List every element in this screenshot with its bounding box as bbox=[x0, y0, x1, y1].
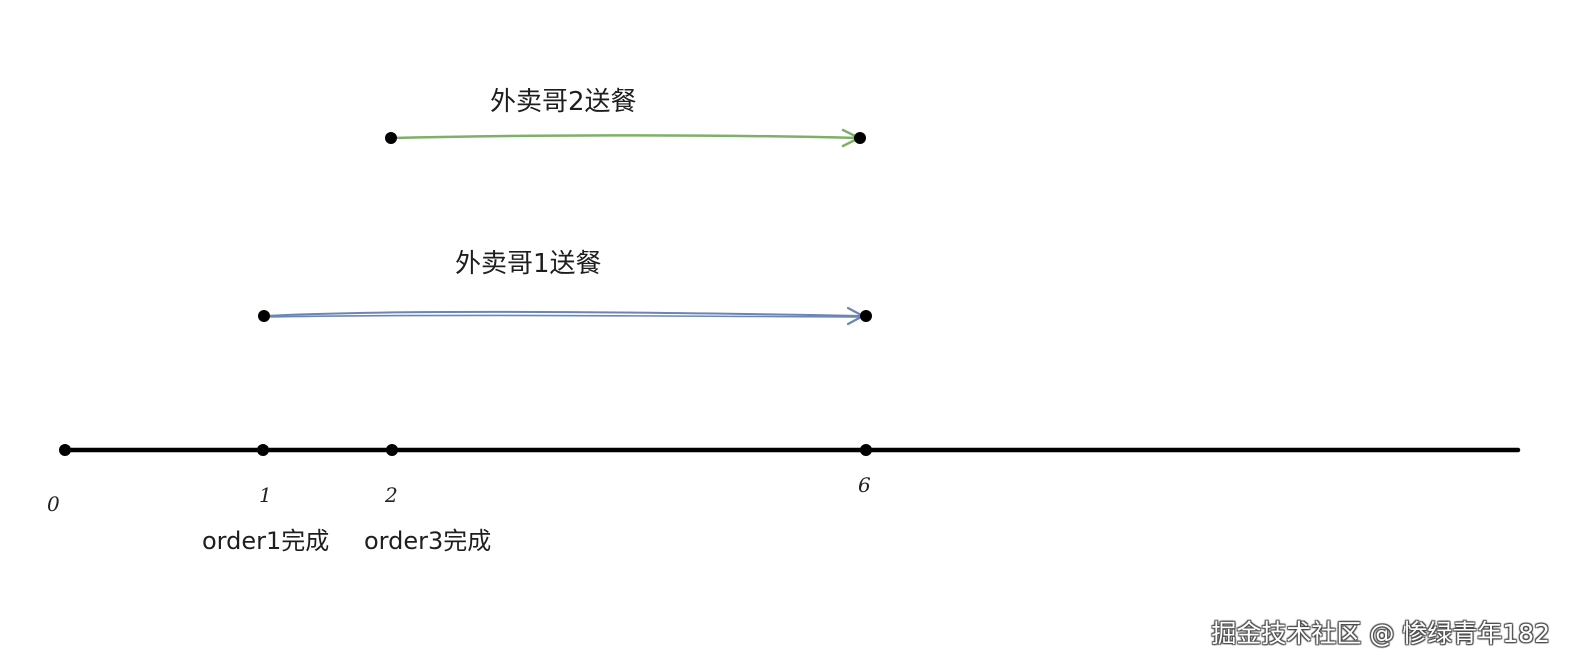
courier2-start-dot bbox=[385, 132, 397, 144]
courier1-end-dot bbox=[860, 310, 872, 322]
courier2-label: 外卖哥2送餐 bbox=[490, 87, 637, 117]
courier1-label: 外卖哥1送餐 bbox=[455, 249, 602, 279]
timeline-dot-6 bbox=[860, 444, 872, 456]
event-label-order1: order1完成 bbox=[202, 527, 330, 555]
timeline-dot-1 bbox=[257, 444, 269, 456]
timeline-dot-2 bbox=[386, 444, 398, 456]
tick-label-0: 0 bbox=[47, 492, 60, 516]
timeline-dot-0 bbox=[59, 444, 71, 456]
courier1-arrow-line-sketch bbox=[263, 314, 863, 318]
courier1-start-dot bbox=[258, 310, 270, 322]
courier2-end-dot bbox=[854, 132, 866, 144]
watermark: 掘金技术社区 @ 惨绿青年182 bbox=[1211, 619, 1550, 648]
timeline-axis bbox=[62, 447, 1521, 453]
courier1-arrow-line bbox=[263, 310, 863, 317]
courier2-arrow-line bbox=[389, 134, 860, 140]
tick-label-6: 6 bbox=[858, 473, 871, 497]
tick-label-1: 1 bbox=[259, 483, 272, 507]
event-label-order3: order3完成 bbox=[364, 527, 492, 555]
tick-label-2: 2 bbox=[385, 483, 398, 507]
